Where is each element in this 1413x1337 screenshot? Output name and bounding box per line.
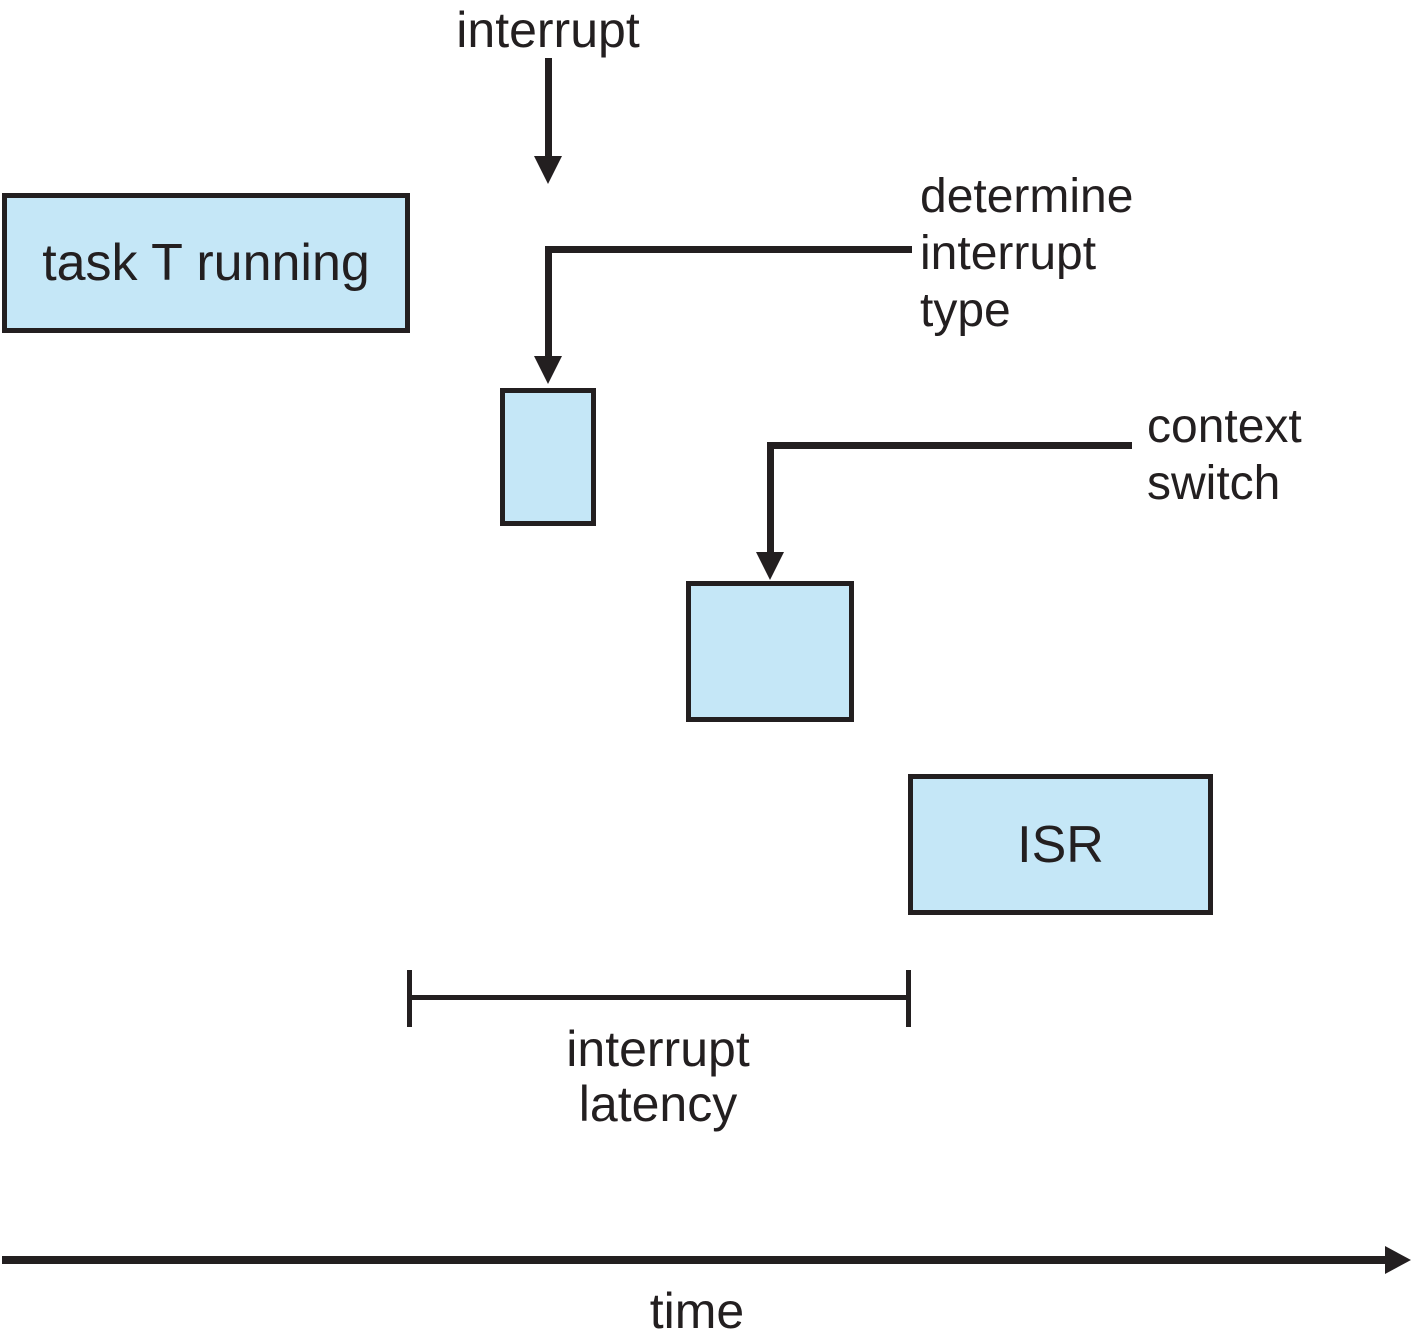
interrupt-latency-label-line2: latency bbox=[578, 1076, 738, 1132]
time-axis-line bbox=[2, 1256, 1385, 1264]
interrupt-latency-label: interrupt latency bbox=[508, 1022, 808, 1132]
latency-bracket-right-tick bbox=[906, 970, 911, 1027]
interrupt-arrow-line bbox=[545, 58, 552, 158]
context-switch-label: context switch bbox=[1147, 398, 1302, 512]
interrupt-event-label: interrupt bbox=[456, 2, 640, 58]
task-running-box: task T running bbox=[2, 193, 410, 333]
context-switch-arrowhead-icon bbox=[756, 552, 784, 580]
time-axis-arrowhead-icon bbox=[1385, 1246, 1411, 1274]
context-switch-label-line1: context bbox=[1147, 400, 1302, 453]
determine-elbow-horizontal-line bbox=[545, 246, 912, 253]
determine-label-line2: interrupt bbox=[920, 227, 1097, 280]
context-switch-box bbox=[686, 581, 854, 722]
determine-label-line3: type bbox=[920, 284, 1011, 337]
isr-box: ISR bbox=[908, 774, 1213, 915]
determine-interrupt-type-box bbox=[500, 388, 596, 526]
context-switch-label-line2: switch bbox=[1147, 457, 1281, 510]
interrupt-arrowhead-icon bbox=[534, 156, 562, 184]
determine-arrowhead-icon bbox=[534, 356, 562, 384]
determine-label-line1: determine bbox=[920, 170, 1134, 223]
determine-elbow-vertical-line bbox=[545, 246, 552, 360]
determine-interrupt-type-label: determine interrupt type bbox=[920, 168, 1133, 339]
isr-box-label: ISR bbox=[1017, 815, 1104, 874]
interrupt-latency-label-line1: interrupt bbox=[566, 1021, 750, 1077]
context-switch-elbow-vertical-line bbox=[767, 442, 774, 555]
task-running-box-label: task T running bbox=[42, 234, 370, 292]
context-switch-elbow-horizontal-line bbox=[767, 442, 1132, 449]
latency-bracket-left-tick bbox=[407, 970, 412, 1027]
latency-bracket-line bbox=[407, 995, 909, 1000]
time-axis-label: time bbox=[649, 1283, 745, 1337]
